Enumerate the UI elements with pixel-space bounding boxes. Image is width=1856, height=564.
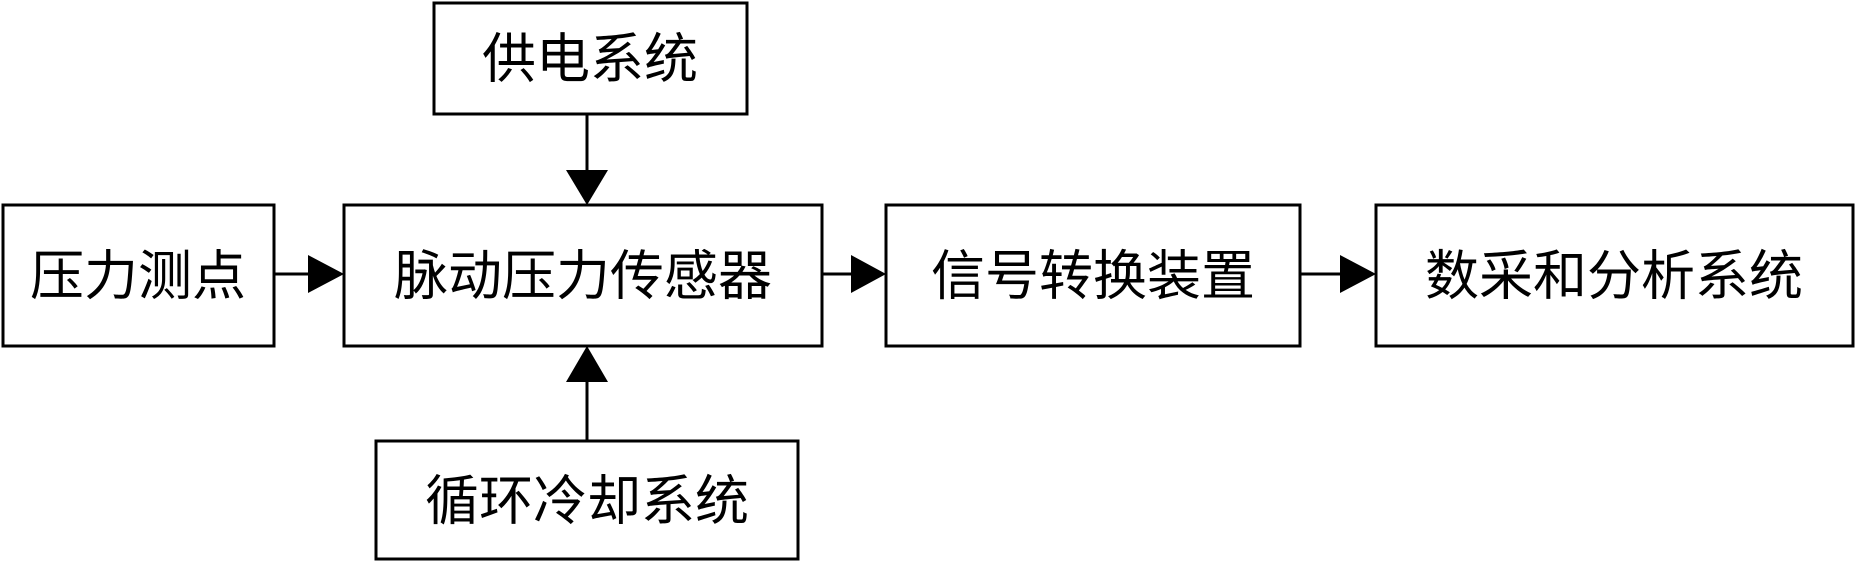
edge-cooling-to-sensor (566, 346, 608, 441)
edge-converter-to-daq (1300, 255, 1376, 293)
arrow-up-icon (566, 346, 608, 382)
node-label: 信号转换装置 (931, 245, 1255, 308)
edge-power-supply-to-sensor (566, 114, 608, 205)
arrow-right-icon (851, 255, 886, 293)
node-label: 供电系统 (482, 28, 698, 91)
node-pulsating-pressure-sensor: 脉动压力传感器 (342, 203, 824, 348)
arrow-down-icon (566, 170, 608, 205)
node-pressure-point: 压力测点 (1, 203, 276, 348)
edge-sensor-to-converter (822, 255, 886, 293)
node-label: 循环冷却系统 (425, 470, 749, 533)
arrow-right-icon (308, 255, 344, 293)
arrow-right-icon (1340, 255, 1376, 293)
node-daq-analysis-system: 数采和分析系统 (1374, 203, 1855, 348)
node-label: 数采和分析系统 (1425, 245, 1803, 308)
node-power-supply-system: 供电系统 (432, 1, 749, 116)
node-label: 压力测点 (30, 245, 246, 308)
edge-pressure-point-to-sensor (274, 255, 344, 293)
node-circulating-cooling-system: 循环冷却系统 (374, 439, 800, 561)
connectors (274, 114, 1376, 441)
node-signal-conversion-device: 信号转换装置 (884, 203, 1302, 348)
node-label: 脉动压力传感器 (394, 245, 772, 308)
